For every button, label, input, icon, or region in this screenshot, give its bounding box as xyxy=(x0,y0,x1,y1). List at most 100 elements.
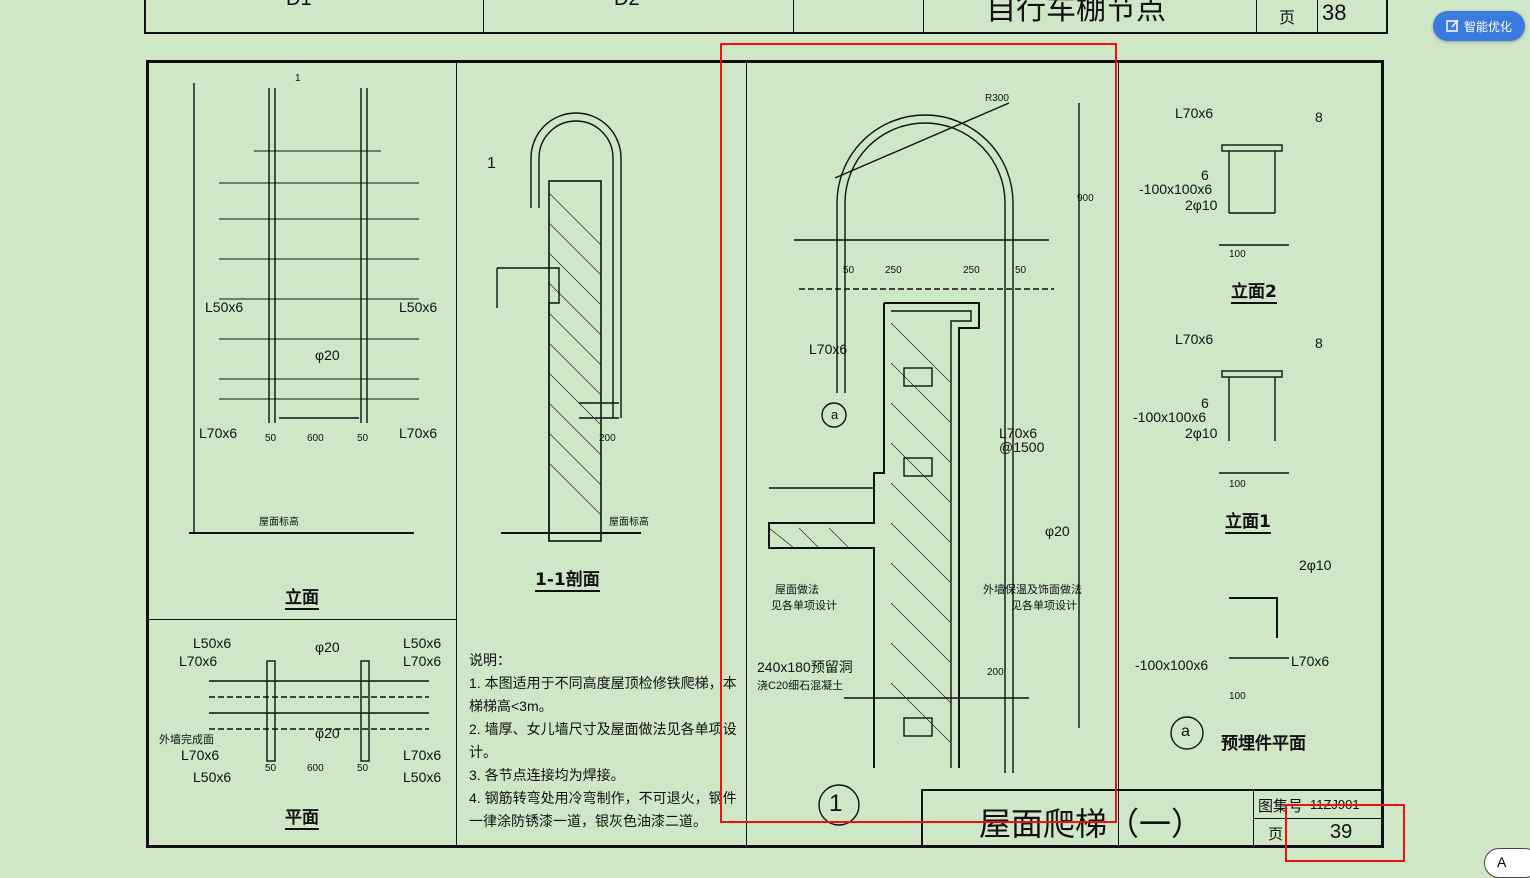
prev-circle-label-d1: D1 xyxy=(286,0,312,11)
elev-label-l50-left: L50x6 xyxy=(205,299,244,315)
detail-dim-50b: 50 xyxy=(1015,265,1027,276)
note-item-2: 2. 墙厚、女儿墙尺寸及屋面做法见各单项设计。 xyxy=(469,721,737,760)
plan-label-l50-tl: L50x6 xyxy=(193,635,232,651)
plan-label-l70-tl: L70x6 xyxy=(179,653,218,669)
sheet-title: 屋面爬梯（一） xyxy=(979,805,1204,843)
section-ground-label: 屋面标高 xyxy=(609,517,649,528)
detail-dim-250a: 250 xyxy=(885,265,902,276)
elev-label-l50-right: L50x6 xyxy=(399,299,438,315)
plan-label-l70-br: L70x6 xyxy=(403,747,442,763)
panel-left xyxy=(149,63,457,848)
section-callout: 1 xyxy=(487,155,496,172)
elev-label-l70-left: L70x6 xyxy=(199,425,238,441)
plan-label-phi20-bottom: φ20 xyxy=(315,725,340,741)
plan-label-l70-tr: L70x6 xyxy=(403,653,442,669)
detail-highlight-box xyxy=(720,43,1117,823)
plan-label-l50-br: L50x6 xyxy=(403,769,442,785)
elev2-label-6: 6 xyxy=(1201,167,1209,183)
elev-label-l70-right: L70x6 xyxy=(399,425,438,441)
note-item-3: 3. 各节点连接均为焊接。 xyxy=(469,767,625,783)
embed-mark-a: a xyxy=(1181,723,1190,740)
elev-ground-label: 屋面标高 xyxy=(259,517,299,528)
elev2-label-l70: L70x6 xyxy=(1175,105,1214,121)
elev-dim-50b: 50 xyxy=(357,433,369,444)
elev1-label-rebar: 2φ10 xyxy=(1185,425,1218,441)
magic-edit-icon xyxy=(1446,19,1459,32)
plan-label-phi20-top: φ20 xyxy=(315,639,340,655)
section-dim-200: 200 xyxy=(599,433,616,444)
prev-sheet-title: 自行车棚节点 xyxy=(986,0,1166,26)
detail-dim-250b: 250 xyxy=(963,265,980,276)
detail-label-roof-see: 见各单项设计 xyxy=(771,600,837,612)
elev-section-mark: 1 xyxy=(295,73,301,84)
section-caption: 1-1剖面 xyxy=(535,565,600,592)
smart-optimize-label: 智能优化 xyxy=(1463,19,1512,34)
detail-label-concrete: 浇C20细石混凝土 xyxy=(757,680,844,692)
notes-title: 说明： xyxy=(469,652,511,668)
elev1-label-l70: L70x6 xyxy=(1175,331,1214,347)
divider-elev-plan xyxy=(149,619,457,620)
plan-dim-600: 600 xyxy=(307,763,324,774)
elev1-label-8: 8 xyxy=(1315,335,1323,351)
detail-label-wall-see: 见各单项设计 xyxy=(1011,600,1077,612)
detail-callout-1: 1 xyxy=(829,790,843,817)
elev-dim-600: 600 xyxy=(307,433,324,444)
embed-label-rebar: 2φ10 xyxy=(1299,557,1332,573)
page-label: 页 xyxy=(1268,826,1284,843)
detail-dim-200: 200 xyxy=(987,667,1004,678)
detail-dim-50a: 50 xyxy=(843,265,855,276)
detail-label-opening: 240x180预留洞 xyxy=(757,659,853,675)
elev2-label-plate: -100x100x6 xyxy=(1139,181,1213,197)
plan-label-l50-tr: L50x6 xyxy=(403,635,442,651)
corner-bubble[interactable]: A xyxy=(1484,848,1530,878)
prev-circle-label-d2: D2 xyxy=(614,0,640,11)
prev-page-number: 38 xyxy=(1322,0,1347,25)
elev2-label-rebar: 2φ10 xyxy=(1185,197,1218,213)
detail-label-phi20: φ20 xyxy=(1045,523,1070,539)
embed-label-l70: L70x6 xyxy=(1291,653,1330,669)
detail-label-at1500: @1500 xyxy=(999,439,1045,455)
plan-dim-50a: 50 xyxy=(265,763,277,774)
panel-detail xyxy=(747,63,1119,848)
elev1-label-6: 6 xyxy=(1201,395,1209,411)
detail-label-r300: R300 xyxy=(985,93,1009,104)
elevation2-caption: 立面2 xyxy=(1231,277,1277,304)
elev-label-phi20: φ20 xyxy=(315,347,340,363)
drawing-linework xyxy=(189,83,1289,826)
prev-cell-blank xyxy=(794,0,924,34)
elev1-label-plate: -100x100x6 xyxy=(1133,409,1207,425)
elev2-label-8: 8 xyxy=(1315,109,1323,125)
elev2-dim-100: 100 xyxy=(1229,249,1246,260)
note-item-4: 4. 钢筋转弯处用冷弯制作，不可退火，钢件一律涂防锈漆一道，银灰色油漆二道。 xyxy=(469,790,737,829)
atlas-label: 图集号 xyxy=(1258,798,1304,815)
detail-dim-900: 900 xyxy=(1077,193,1094,204)
embed-label-plate: -100x100x6 xyxy=(1135,657,1209,673)
plan-dim-50b: 50 xyxy=(357,763,369,774)
corner-bubble-label: A xyxy=(1497,854,1507,870)
prev-page-label: 页 xyxy=(1279,10,1296,27)
elev1-dim-100: 100 xyxy=(1229,479,1246,490)
detail-label-roof-finish: 屋面做法 xyxy=(775,584,819,596)
page-number: 39 xyxy=(1330,821,1353,843)
prev-cell-d2: D2 xyxy=(484,0,794,34)
detail-label-l70-right: L70x6 xyxy=(999,425,1038,441)
elevation-caption: 立面 xyxy=(285,583,319,610)
design-notes: 说明： 1. 本图适用于不同高度屋顶检修铁爬梯，本梯梯高<3m。 2. 墙厚、女… xyxy=(469,649,737,833)
previous-sheet-strip: D1 D2 自行车棚节点 页 38 xyxy=(144,0,1388,34)
prev-cell-d1: D1 xyxy=(146,0,484,34)
detail-label-a-mark: a xyxy=(831,407,839,422)
title-block: 屋面爬梯（一） 图集号 11ZJ901 页 39 xyxy=(921,789,1382,846)
note-item-1: 1. 本图适用于不同高度屋顶检修铁爬梯，本梯梯高<3m。 xyxy=(469,675,737,714)
drawing-sheet: L50x6 L50x6 φ20 L70x6 L70x6 50 600 50 屋面… xyxy=(146,60,1384,848)
plan-label-wall-finish: 外墙完成面 xyxy=(159,734,214,746)
panel-section xyxy=(457,63,747,848)
plan-label-l50-bl: L50x6 xyxy=(193,769,232,785)
prev-page-label-cell: 页 xyxy=(1256,0,1318,34)
detail-label-wall-finish: 外墙保温及饰面做法 xyxy=(983,584,1082,596)
detail-label-l70-left: L70x6 xyxy=(809,341,848,357)
page-number-highlight-box xyxy=(1285,804,1405,862)
smart-optimize-button[interactable]: 智能优化 xyxy=(1433,11,1525,41)
elev-dim-50a: 50 xyxy=(265,433,277,444)
plan-caption: 平面 xyxy=(285,803,319,830)
elevation1-caption: 立面1 xyxy=(1225,507,1271,534)
